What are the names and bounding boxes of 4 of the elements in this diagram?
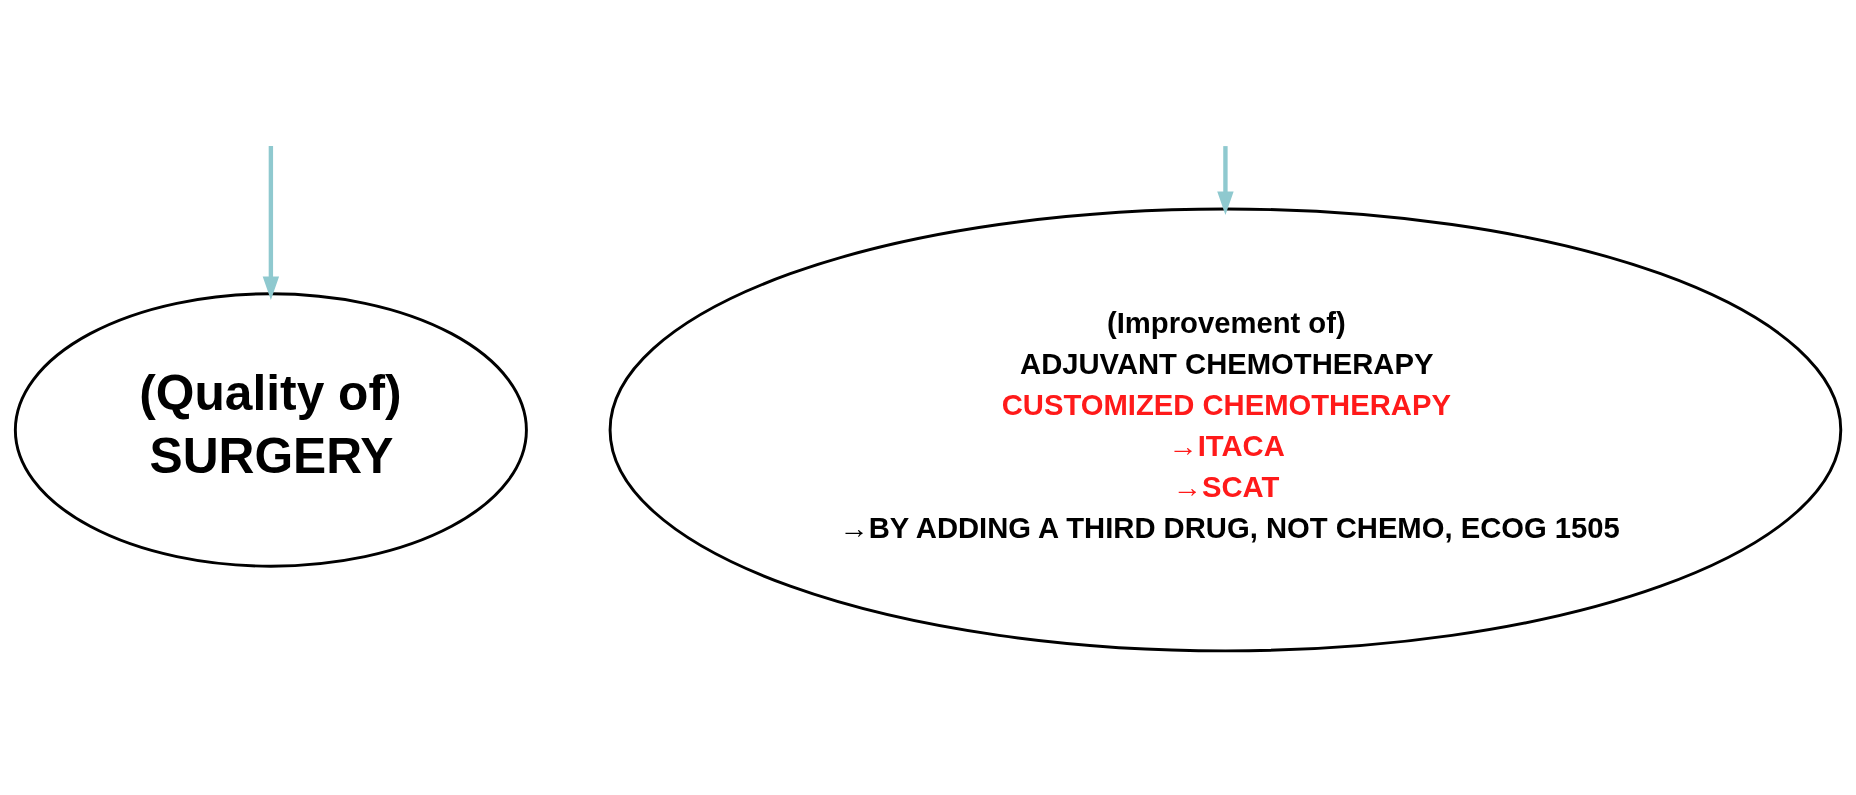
arrow: [262, 145, 280, 300]
arrow: [1217, 145, 1234, 215]
node-ellipse: (Quality of) SURGERY: [13, 291, 528, 568]
node-ellipse: (Improvement of) ADJUVANT CHEMOTHERAPY CUSTOMIZED CHEMOTHERAPY →ITACA →SCAT →BY ADDING A THIRD DRUG, NOT CHEMO, ECOG 1505: [608, 207, 1843, 652]
